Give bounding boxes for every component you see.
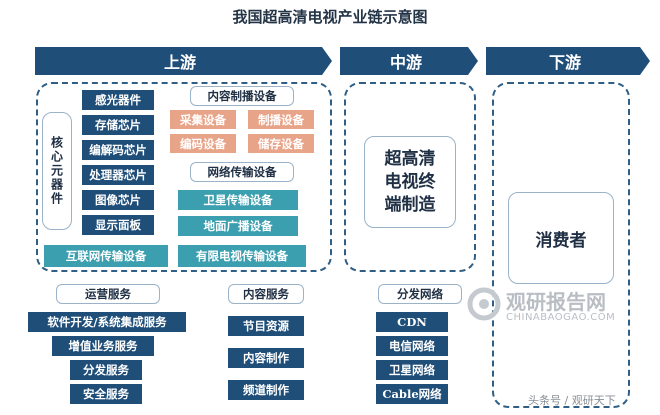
distribution-cdn: CDN: [376, 312, 448, 332]
downstream-banner-shape: [486, 47, 650, 75]
watermark-url: CHINABAOGAO.COM: [506, 312, 616, 323]
core-components-label-box: 核心元器件: [42, 112, 72, 230]
consumer-label: 消费者: [535, 230, 587, 251]
content-service-channel: 频道制作: [228, 380, 304, 400]
distribution-satellite: 卫星网络: [376, 360, 448, 380]
content-service-programs: 节目资源: [228, 316, 304, 336]
terminal-manufacturing-box: 超高清电视终端制造: [364, 136, 456, 228]
core-item-image-chip: 图像芯片: [82, 190, 154, 210]
midstream-container: [344, 82, 476, 272]
core-item-storage-chip: 存储芯片: [82, 115, 154, 135]
content-equipment-capture: 采集设备: [170, 110, 236, 129]
core-item-sensor: 感光器件: [82, 90, 154, 110]
downstream-banner: 下游: [548, 53, 581, 72]
content-service-production: 内容制作: [228, 348, 304, 368]
internet-transmission-equipment: 互联网传输设备: [44, 245, 168, 267]
operation-services-label: 运营服务: [56, 284, 160, 304]
content-equipment-broadcast: 制播设备: [248, 110, 314, 129]
distribution-cable: Cable网络: [376, 384, 448, 404]
operation-service-value-added: 增值业务服务: [52, 336, 154, 356]
midstream-banner: 中游: [389, 53, 422, 72]
stage-banners: [35, 47, 650, 75]
distribution-network-label: 分发网络: [378, 284, 462, 304]
upstream-banner-shape: [35, 47, 332, 75]
core-components-label: 核心元器件: [49, 136, 64, 206]
operation-service-distribution: 分发服务: [70, 360, 142, 380]
content-equipment-label: 内容制播设备: [190, 86, 294, 106]
watermark-credit: 头条号 / 观研天下: [528, 394, 616, 407]
network-equipment-cable: 有限电视传输设备: [178, 245, 306, 267]
operation-service-security: 安全服务: [70, 384, 142, 404]
content-equipment-storage: 储存设备: [248, 134, 314, 153]
upstream-container: [36, 82, 332, 272]
brand-logo-icon: [467, 287, 501, 321]
midstream-banner-shape: [340, 47, 478, 75]
content-equipment-encoding: 编码设备: [170, 134, 236, 153]
network-equipment-terrestrial: 地面广播设备: [178, 216, 298, 236]
downstream-container: [492, 82, 630, 408]
watermark: 观研报告网 CHINABAOGAO.COM: [466, 284, 656, 328]
upstream-banner: 上游: [163, 53, 196, 72]
diagram-title: 我国超高清电视产业链示意图: [232, 8, 428, 26]
core-item-processor-chip: 处理器芯片: [82, 165, 154, 185]
content-services-label: 内容服务: [228, 284, 304, 304]
core-item-display-panel: 显示面板: [82, 215, 154, 235]
distribution-telecom: 电信网络: [376, 336, 448, 356]
watermark-brand: 观研报告网: [506, 290, 606, 314]
operation-service-software: 软件开发/系统集成服务: [28, 312, 186, 332]
core-item-codec-chip: 编解码芯片: [82, 140, 154, 160]
network-equipment-label: 网络传输设备: [190, 162, 294, 182]
consumer-box: 消费者: [508, 192, 614, 284]
terminal-manufacturing: 超高清电视终端制造: [384, 148, 436, 215]
network-equipment-satellite: 卫星传输设备: [178, 190, 298, 210]
